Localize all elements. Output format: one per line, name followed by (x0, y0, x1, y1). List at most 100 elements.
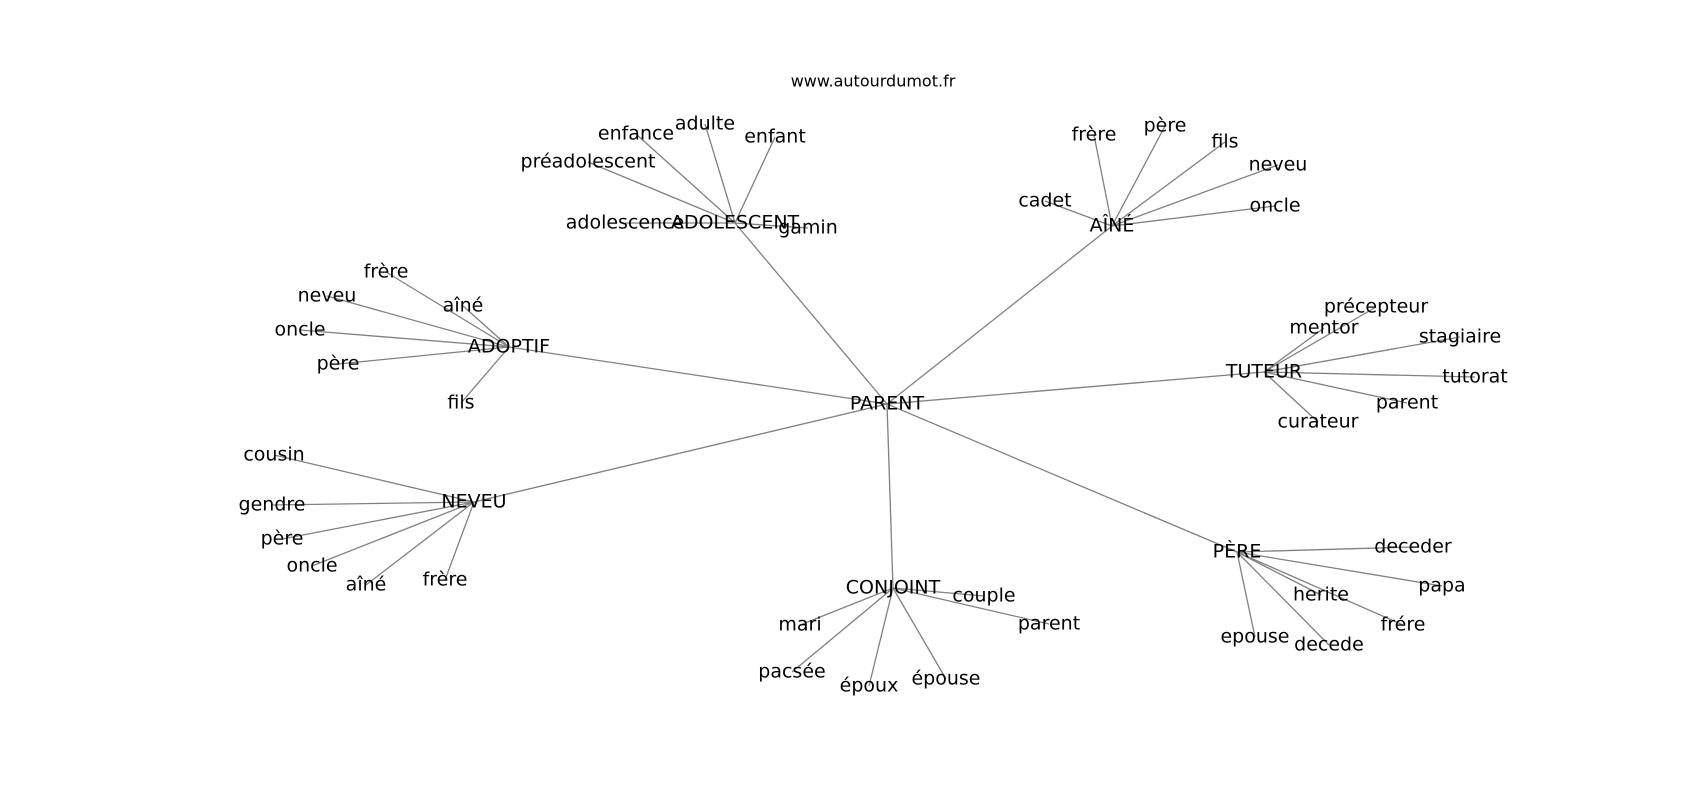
leaf-word-label[interactable]: gendre (239, 494, 306, 516)
edge-2-5 (460, 346, 510, 404)
center-word-label[interactable]: PARENT (850, 393, 925, 415)
leaf-word-label[interactable]: stagiaire (1419, 326, 1501, 348)
edge-1-2 (1111, 141, 1226, 227)
edge-5-1 (892, 587, 1050, 625)
leaf-word-label[interactable]: mari (778, 614, 821, 636)
leaf-word-label[interactable]: père (261, 528, 304, 550)
leaf-word-label[interactable]: adolescence (566, 212, 685, 234)
leaf-word-label[interactable]: père (1144, 115, 1187, 137)
edge-3-4 (1263, 371, 1408, 404)
edge-center-0 (734, 222, 888, 405)
leaf-word-label[interactable]: neveu (298, 285, 357, 307)
leaf-word-label[interactable]: fils (447, 392, 474, 414)
leaf-word-label[interactable]: neveu (1249, 154, 1308, 176)
leaf-word-label[interactable]: préadolescent (521, 151, 656, 173)
leaf-word-label[interactable]: frère (364, 261, 409, 283)
hub-word-label[interactable]: NEVEU (441, 491, 506, 513)
leaf-word-label[interactable]: tutorat (1442, 366, 1507, 388)
leaf-word-label[interactable]: adulte (675, 113, 735, 135)
edge-0-0 (635, 133, 736, 224)
leaf-word-label[interactable]: enfant (744, 126, 806, 148)
edge-6-2 (1236, 551, 1322, 596)
leaf-word-label[interactable]: aîné (346, 574, 387, 596)
edge-1-4 (1044, 200, 1113, 227)
edge-0-3 (587, 161, 736, 224)
leaf-word-label[interactable]: herite (1293, 584, 1349, 606)
edge-4-0 (273, 454, 475, 503)
edge-6-1 (1236, 551, 1443, 587)
edge-6-3 (1236, 551, 1404, 626)
edge-4-1 (271, 501, 475, 506)
leaf-word-label[interactable]: curateur (1278, 411, 1359, 433)
edge-center-2 (508, 346, 888, 405)
edge-0-1 (704, 123, 736, 224)
leaf-word-label[interactable]: oncle (274, 319, 325, 341)
leaf-word-label[interactable]: papa (1418, 575, 1465, 597)
edge-1-5 (1111, 205, 1276, 227)
edge-1-1 (1111, 125, 1166, 227)
edge-center-3 (886, 371, 1265, 405)
edge-center-1 (886, 225, 1113, 405)
edge-3-3 (1263, 371, 1476, 378)
leaf-word-label[interactable]: deceder (1374, 536, 1452, 558)
edge-2-0 (385, 271, 510, 348)
edge-4-4 (365, 501, 475, 586)
hub-word-label[interactable]: TUTEUR (1225, 361, 1302, 383)
leaf-word-label[interactable]: frère (423, 569, 468, 591)
hub-word-label[interactable]: ADOPTIF (468, 336, 550, 358)
leaf-word-label[interactable]: enfance (598, 123, 674, 145)
hub-word-label[interactable]: AÎNÉ (1090, 214, 1135, 237)
hub-word-label[interactable]: ADOLESCENT (671, 212, 800, 234)
edge-2-2 (462, 305, 510, 348)
edge-6-5 (1236, 551, 1330, 646)
leaf-word-label[interactable]: précepteur (1324, 296, 1429, 318)
edge-1-3 (1111, 164, 1279, 227)
leaf-word-label[interactable]: epouse (1220, 626, 1289, 648)
leaf-word-label[interactable]: aîné (443, 295, 484, 317)
edge-center-4 (473, 403, 888, 503)
leaf-word-label[interactable]: cadet (1018, 190, 1071, 212)
hub-word-label[interactable]: CONJOINT (846, 577, 941, 599)
edge-2-3 (299, 329, 510, 348)
edge-5-0 (892, 587, 985, 597)
leaf-word-label[interactable]: frère (1072, 124, 1117, 146)
leaf-word-label[interactable]: fils (1211, 131, 1238, 153)
edge-5-5 (892, 587, 947, 680)
leaf-word-label[interactable]: frére (1381, 614, 1426, 636)
edge-6-4 (1236, 551, 1256, 638)
leaf-word-label[interactable]: couple (952, 585, 1015, 607)
leaf-word-label[interactable]: oncle (1249, 195, 1300, 217)
edge-5-4 (868, 587, 894, 687)
edge-5-3 (791, 587, 894, 673)
site-url: www.autourdumot.fr (791, 72, 956, 91)
leaf-word-label[interactable]: oncle (286, 555, 337, 577)
edge-2-1 (326, 295, 510, 348)
leaf-word-label[interactable]: père (317, 353, 360, 375)
edge-center-6 (886, 403, 1238, 553)
edge-2-4 (337, 346, 510, 365)
edge-6-0 (1236, 546, 1414, 553)
leaf-word-label[interactable]: mentor (1289, 317, 1358, 339)
edge-0-5 (734, 222, 809, 229)
edge-1-0 (1093, 134, 1113, 227)
edge-4-3 (311, 501, 475, 567)
edge-4-5 (444, 501, 475, 581)
edge-center-5 (886, 403, 894, 589)
leaf-word-label[interactable]: parent (1018, 613, 1080, 635)
leaf-word-label[interactable]: époux (840, 675, 899, 697)
edge-5-2 (799, 587, 894, 626)
leaf-word-label[interactable]: pacsée (758, 661, 825, 683)
leaf-word-label[interactable]: cousin (243, 444, 304, 466)
edge-3-0 (1263, 306, 1377, 373)
edge-3-2 (1263, 336, 1461, 373)
hub-word-label[interactable]: PÈRE (1213, 540, 1262, 563)
edge-4-2 (281, 501, 475, 540)
leaf-word-label[interactable]: épouse (911, 668, 980, 690)
leaf-word-label[interactable]: gamin (778, 217, 838, 239)
edge-0-2 (734, 136, 776, 224)
edge-3-1 (1263, 327, 1325, 373)
leaf-word-label[interactable]: parent (1376, 392, 1438, 414)
leaf-word-label[interactable]: decede (1294, 634, 1364, 656)
